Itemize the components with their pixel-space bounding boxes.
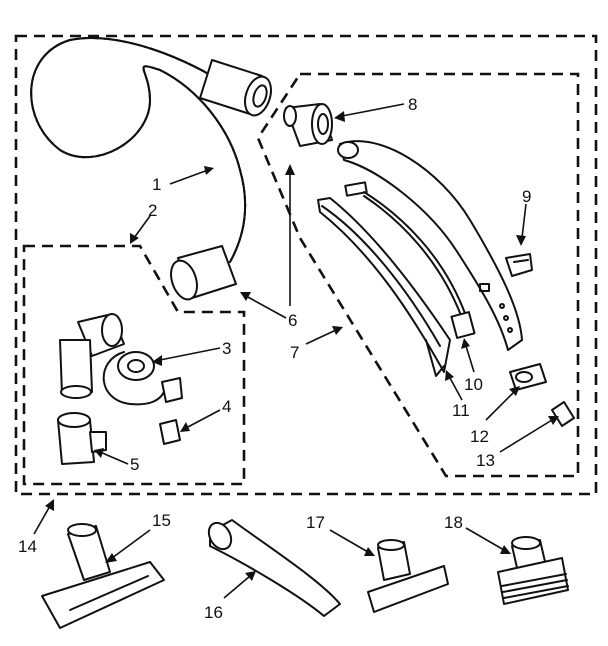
cuff-part [57, 412, 107, 465]
callout-1: 1 [152, 175, 161, 194]
cord-ring-part [102, 351, 183, 406]
upholstery-tool-part [367, 539, 449, 613]
button-part [551, 401, 575, 427]
callout-4: 4 [222, 397, 231, 416]
callout-5: 5 [130, 455, 139, 474]
callout-2: 2 [148, 201, 157, 220]
callout-15: 15 [152, 511, 171, 530]
callout-10: 10 [464, 375, 483, 394]
callout-13: 13 [476, 451, 495, 470]
callout-7: 7 [290, 343, 299, 362]
outer-kit-boundary [14, 34, 598, 496]
callout-18: 18 [444, 513, 463, 532]
hose-end-kit-boundary [22, 244, 246, 486]
callout-17: 17 [306, 513, 325, 532]
callout-9: 9 [522, 187, 531, 206]
connector-part [283, 103, 333, 147]
contact-part [159, 419, 181, 445]
callout-3: 3 [222, 339, 231, 358]
callout-8: 8 [408, 95, 417, 114]
latch-part [509, 363, 547, 391]
hose-part [30, 37, 272, 301]
wand-cover-part [317, 197, 451, 377]
clip-part [505, 253, 533, 277]
wand-kit-boundary [256, 72, 580, 478]
crevice-tool-part [207, 519, 341, 617]
callout-14: 14 [18, 537, 37, 556]
hose-end-part [59, 313, 125, 399]
wand-tube-part [337, 140, 523, 351]
leader-lines [33, 103, 559, 599]
wire-harness-part [344, 181, 476, 339]
callout-6: 6 [288, 311, 297, 330]
callout-12: 12 [470, 427, 489, 446]
floor-tool-part [41, 523, 165, 629]
callout-11: 11 [452, 401, 470, 420]
callout-16: 16 [204, 603, 223, 622]
brush-tool-part [497, 536, 569, 605]
